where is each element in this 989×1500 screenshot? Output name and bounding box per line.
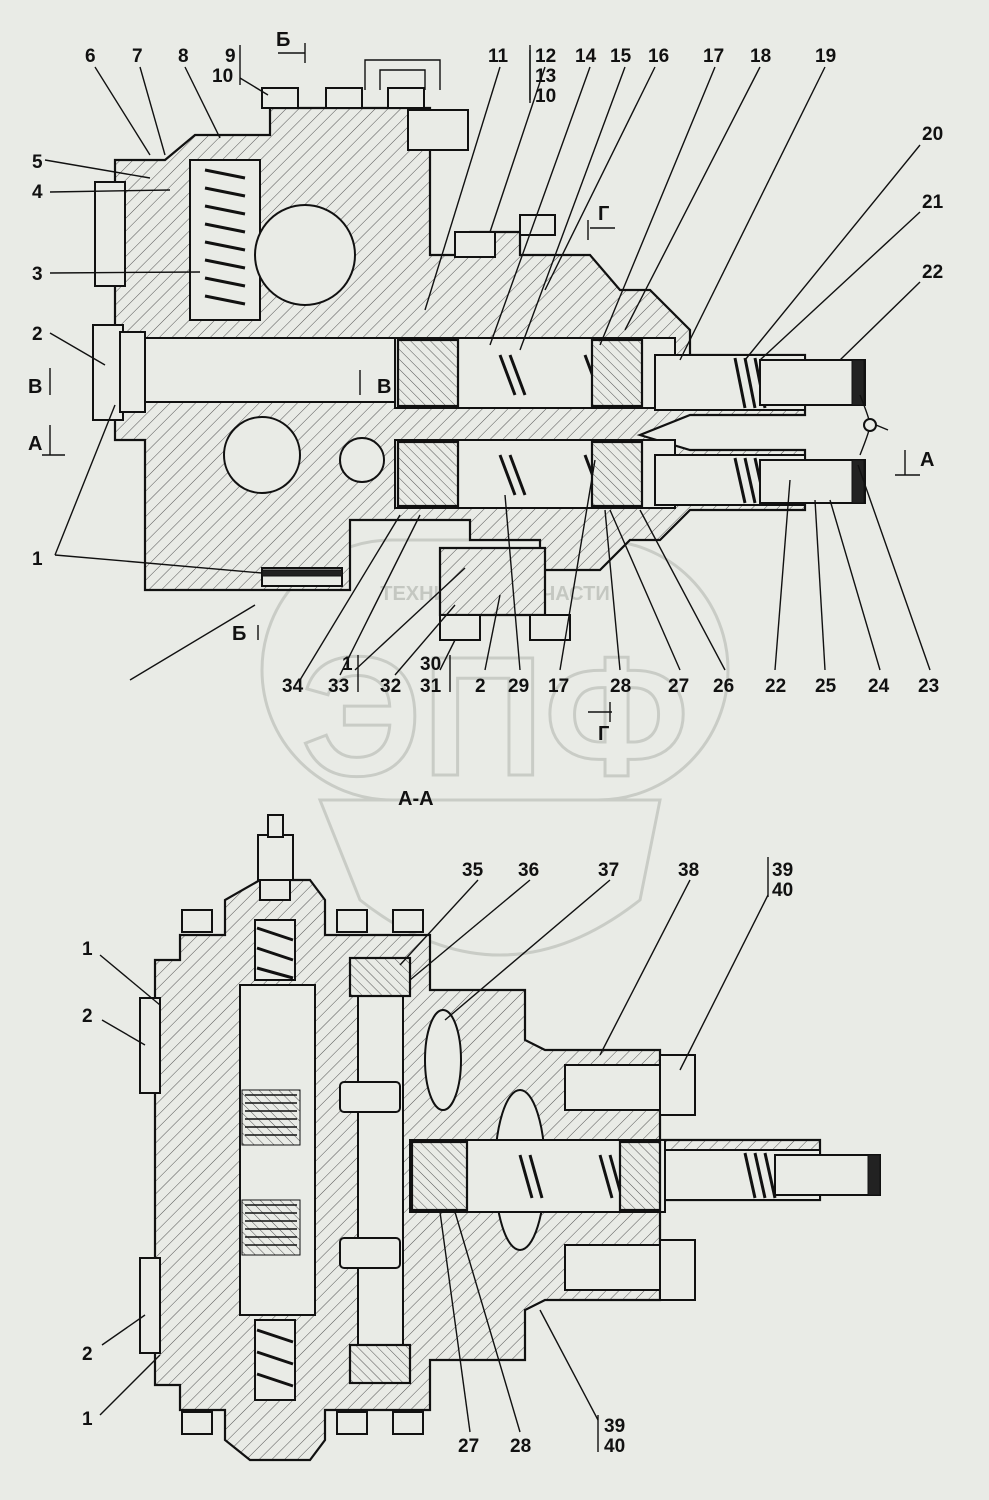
callout-36: 36: [518, 860, 539, 881]
callout-22: 22: [922, 262, 943, 283]
callouts-section: 35 36 37 38 39 40 1 2 2 1 27 28 39 40: [82, 857, 793, 1457]
cut-mark-a-left: А: [28, 433, 42, 455]
callout-29: 29: [508, 676, 529, 697]
callout-39-bottom: 39: [604, 1416, 625, 1437]
callout-7: 7: [132, 46, 143, 67]
section-title: А-А: [398, 788, 434, 810]
callout-8: 8: [178, 46, 189, 67]
callout-4: 4: [32, 182, 43, 203]
cut-mark-v-left: В: [28, 376, 42, 398]
callout-1b-section: 1: [82, 1409, 93, 1430]
callout-33: 33: [328, 676, 349, 697]
callout-2b: 2: [475, 676, 486, 697]
cut-marks: [42, 43, 920, 722]
cut-mark-b-bottom: Б: [232, 623, 246, 645]
port-cap-upper: [94, 181, 126, 287]
leader-lines-section: [99, 879, 769, 1433]
bolt-39-upper: [564, 1064, 661, 1111]
callouts-top: 6 7 8 9 10 11 12 13 10 14 15 16 17 18 19…: [28, 29, 944, 745]
callout-11: 11: [488, 46, 509, 67]
callout-17: 17: [703, 46, 724, 67]
callout-39: 39: [772, 860, 793, 881]
callout-38: 38: [678, 860, 699, 881]
callout-30: 30: [420, 654, 441, 675]
callout-25: 25: [815, 676, 837, 697]
callout-40-bottom: 40: [604, 1436, 625, 1457]
callout-31: 31: [420, 676, 442, 697]
top-view: 6 7 8 9 10 11 12 13 10 14 15 16 17 18 19…: [28, 29, 944, 745]
callout-6: 6: [85, 46, 96, 67]
callout-2b-section: 2: [82, 1344, 93, 1365]
section-port-cap-lower: [139, 1257, 161, 1354]
cap-22-lower: [759, 459, 866, 504]
callout-2-section: 2: [82, 1006, 93, 1027]
round-port-upper: [254, 204, 356, 306]
callout-27-section: 27: [458, 1436, 479, 1457]
callout-28: 28: [610, 676, 631, 697]
callout-13: 13: [535, 66, 556, 87]
callout-21: 21: [922, 192, 944, 213]
cut-mark-g-top: Г: [598, 203, 609, 225]
callout-34: 34: [282, 676, 304, 697]
callout-40: 40: [772, 880, 793, 901]
cut-mark-g-bottom: Г: [598, 723, 609, 745]
spring-3: [204, 168, 246, 306]
callout-3: 3: [32, 264, 43, 285]
watermark-logo: ЭПФ: [301, 622, 689, 812]
callout-1: 1: [32, 549, 43, 570]
callout-18: 18: [750, 46, 771, 67]
callout-23: 23: [918, 676, 939, 697]
callout-26: 26: [713, 676, 734, 697]
callout-32: 32: [380, 676, 401, 697]
callout-2: 2: [32, 324, 43, 345]
cut-mark-b-top: Б: [276, 29, 290, 51]
section-cap: [774, 1154, 881, 1196]
bolt-39-lower: [564, 1244, 661, 1291]
cut-mark-v-right: В: [377, 376, 391, 398]
callout-16: 16: [648, 46, 669, 67]
leader-lines-top: [44, 50, 931, 681]
callout-24: 24: [868, 676, 890, 697]
callout-1b: 1: [342, 654, 353, 675]
callout-37: 37: [598, 860, 619, 881]
callout-10: 10: [212, 66, 233, 87]
callout-27: 27: [668, 676, 689, 697]
port-cap-lower: [92, 324, 124, 421]
cap-22-upper: [759, 359, 866, 406]
callout-5: 5: [32, 152, 43, 173]
callout-28-section: 28: [510, 1436, 531, 1457]
round-port-lower: [223, 416, 301, 494]
callout-15: 15: [610, 46, 632, 67]
callout-22b: 22: [765, 676, 786, 697]
callout-14: 14: [575, 46, 597, 67]
callout-10b: 10: [535, 86, 556, 107]
callout-9: 9: [225, 46, 236, 67]
callout-20: 20: [922, 124, 943, 145]
section-view: 35 36 37 38 39 40 1 2 2 1 27 28 39 40: [82, 814, 881, 1462]
callout-12: 12: [535, 46, 556, 67]
section-port-cap-upper: [139, 997, 161, 1094]
callout-35: 35: [462, 860, 484, 881]
callout-19: 19: [815, 46, 836, 67]
vertical-spool-channel: [239, 984, 316, 1316]
callout-1-section: 1: [82, 939, 93, 960]
callout-17b: 17: [548, 676, 569, 697]
cut-mark-a-right: А: [920, 449, 934, 471]
